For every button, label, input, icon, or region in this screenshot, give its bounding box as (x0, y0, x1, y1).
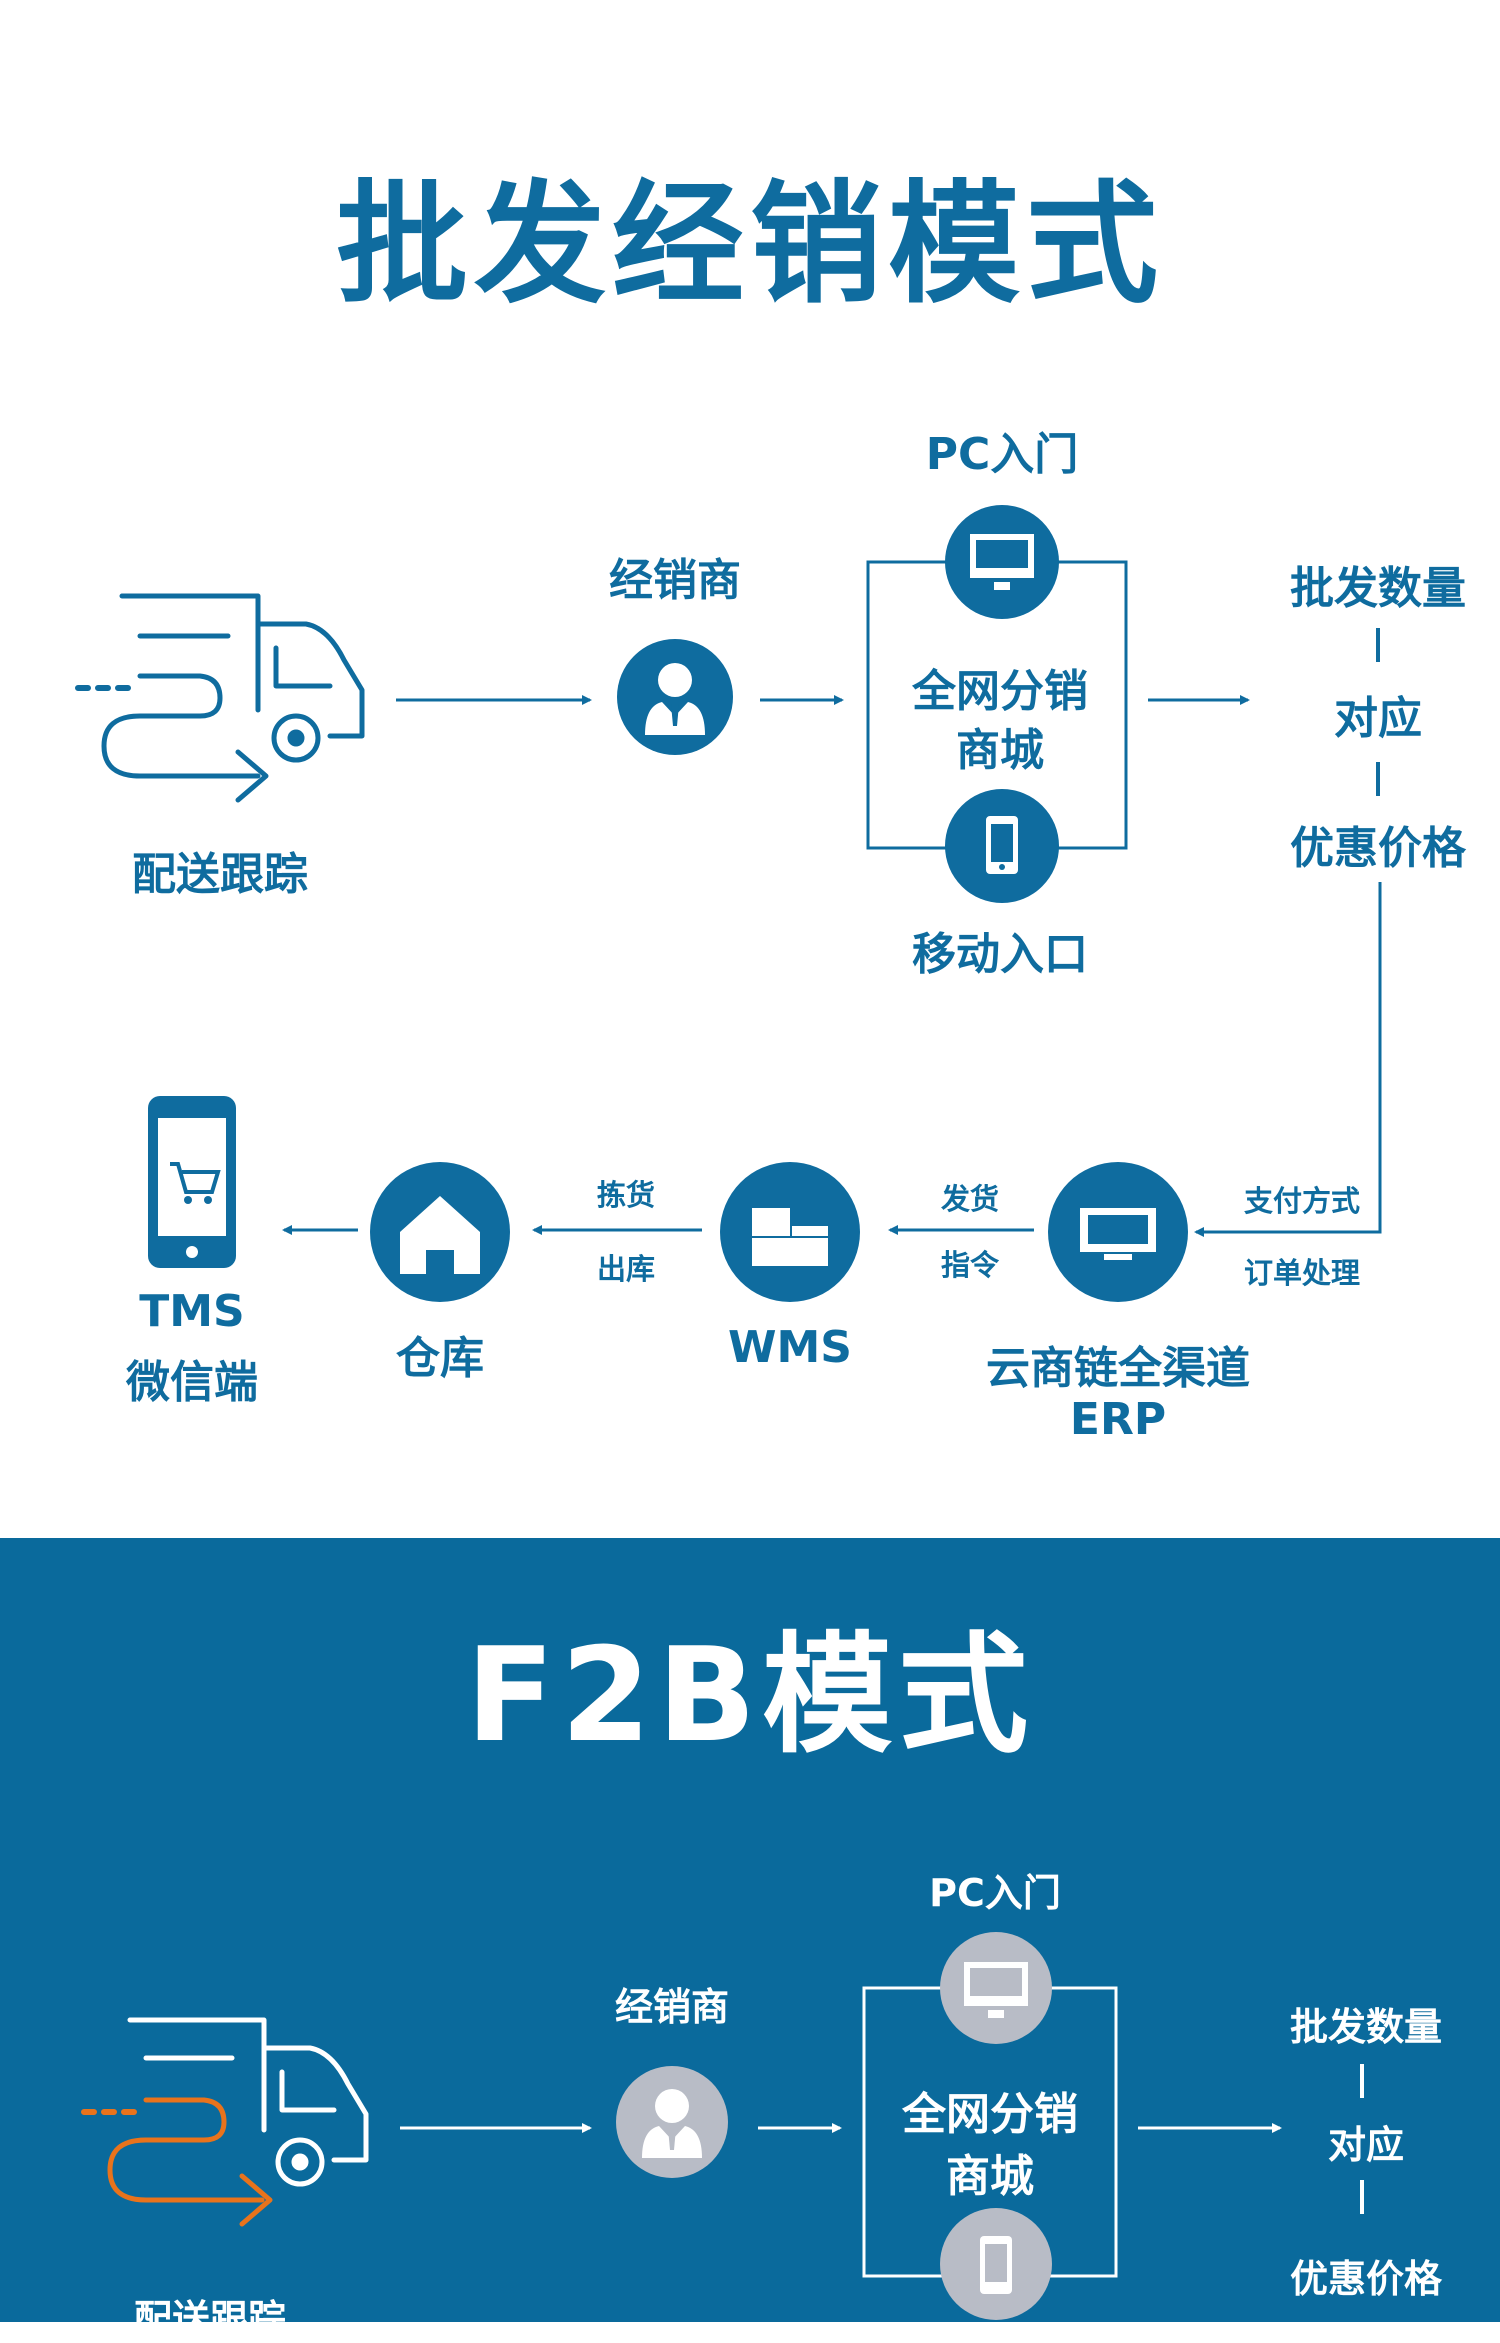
out-label: 出库 (596, 1252, 655, 1286)
price-line3: 优惠价格 (1289, 2257, 1442, 2301)
truck-icon (75, 593, 365, 803)
dealer-icon (617, 639, 733, 755)
arrow-price-to-erp (1194, 882, 1382, 1237)
ship-label: 发货 (940, 1182, 999, 1216)
monitor-icon (945, 505, 1059, 619)
warehouse-label: 仓库 (396, 1333, 484, 1384)
mobile-icon (940, 2208, 1052, 2320)
mall-label-line2: 商城 (946, 2151, 1034, 2202)
erp-icon (1048, 1162, 1188, 1302)
pc-label: PC入门 (925, 429, 1079, 480)
erp-label-line2: ERP (1069, 1394, 1167, 1445)
pay-label: 支付方式 (1243, 1184, 1360, 1218)
wms-icon (720, 1162, 860, 1302)
mall-label-line2: 商城 (956, 725, 1044, 776)
erp-label-line1: 云商链全渠道 (986, 1343, 1250, 1394)
truck-label: 配送跟踪 (133, 2297, 286, 2341)
tms-label-line2: 微信端 (126, 1357, 258, 1408)
dealer-icon (616, 2066, 728, 2178)
price-line2: 对应 (1334, 693, 1422, 744)
mobile-label: 移动入口 (912, 929, 1088, 980)
mall-label-line1: 全网分销 (912, 666, 1088, 717)
section2-title: F2B模式 (465, 1619, 1035, 1771)
f2b-section (0, 1538, 1500, 2322)
dealer-label: 经销商 (609, 555, 741, 606)
mobile-icon (945, 789, 1059, 903)
phone-cart-icon (148, 1096, 236, 1268)
pick-label: 拣货 (596, 1178, 655, 1212)
monitor-icon (940, 1932, 1052, 2044)
section1-diagram (75, 505, 1382, 1302)
warehouse-icon (370, 1162, 510, 1302)
price-line1: 批发数量 (1290, 563, 1466, 614)
price-line3: 优惠价格 (1290, 823, 1466, 874)
wms-label: WMS (727, 1322, 852, 1373)
truck-label: 配送跟踪 (132, 849, 308, 900)
price-line2: 对应 (1327, 2123, 1404, 2167)
tms-label-line1: TMS (139, 1286, 245, 1337)
cmd-label: 指令 (940, 1248, 999, 1282)
price-line1: 批发数量 (1289, 2005, 1442, 2049)
pc-label: PC入门 (929, 1871, 1061, 1915)
section1-title: 批发经销模式 (336, 168, 1164, 322)
order-label: 订单处理 (1243, 1256, 1360, 1290)
mall-label-line1: 全网分销 (902, 2089, 1078, 2140)
dealer-label: 经销商 (614, 1985, 729, 2029)
truck-icon (81, 2017, 369, 2227)
